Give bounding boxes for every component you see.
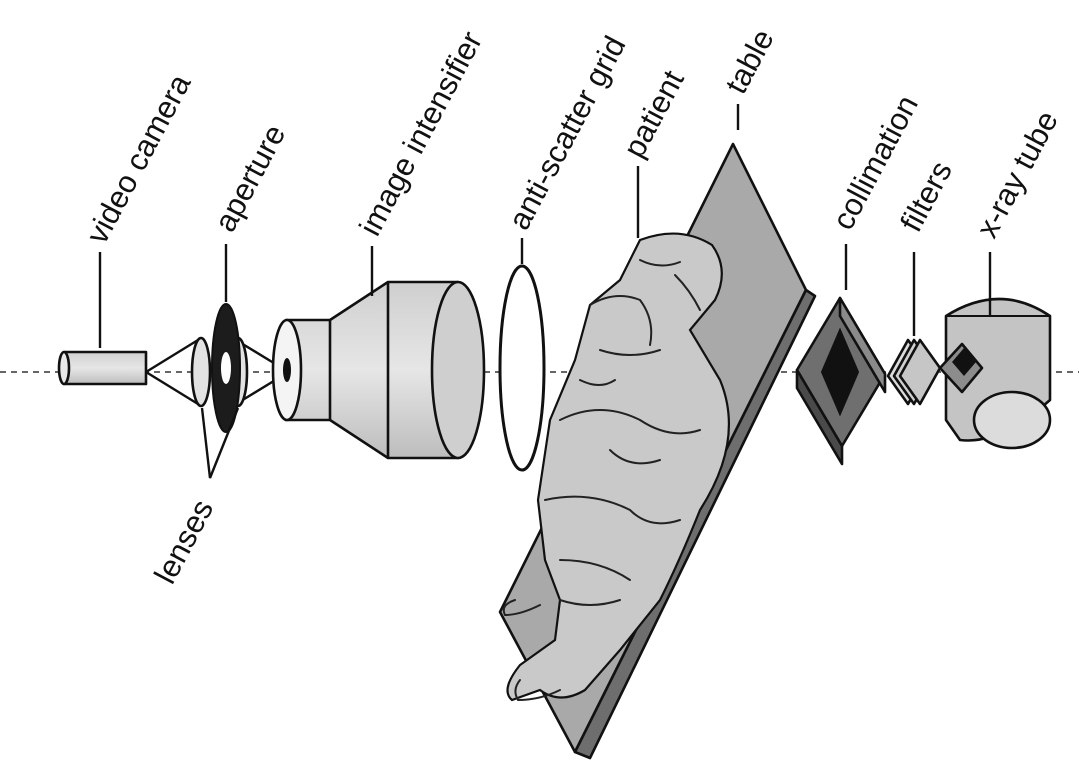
image-intensifier — [271, 280, 486, 460]
patient-label: patient — [616, 64, 691, 163]
anti-scatter-grid — [498, 264, 546, 472]
patient — [502, 232, 730, 702]
anti-scatter-grid-label: anti-scatter grid — [501, 30, 632, 235]
aperture-label: aperture — [207, 119, 292, 237]
collimation — [795, 296, 887, 466]
x-ray-tube-label: x-ray tube — [969, 105, 1065, 243]
video-camera — [57, 350, 148, 386]
filters — [886, 338, 942, 406]
leader-lines — [98, 104, 992, 479]
video-camera-label: video camera — [79, 68, 198, 249]
filters-label: filters — [893, 155, 959, 237]
lenses-label: lenses — [147, 494, 220, 590]
x-ray-tube — [938, 297, 1052, 450]
image-intensifier-label: image intensifier — [352, 26, 489, 242]
table-label: table — [718, 23, 780, 99]
aperture — [211, 303, 241, 433]
